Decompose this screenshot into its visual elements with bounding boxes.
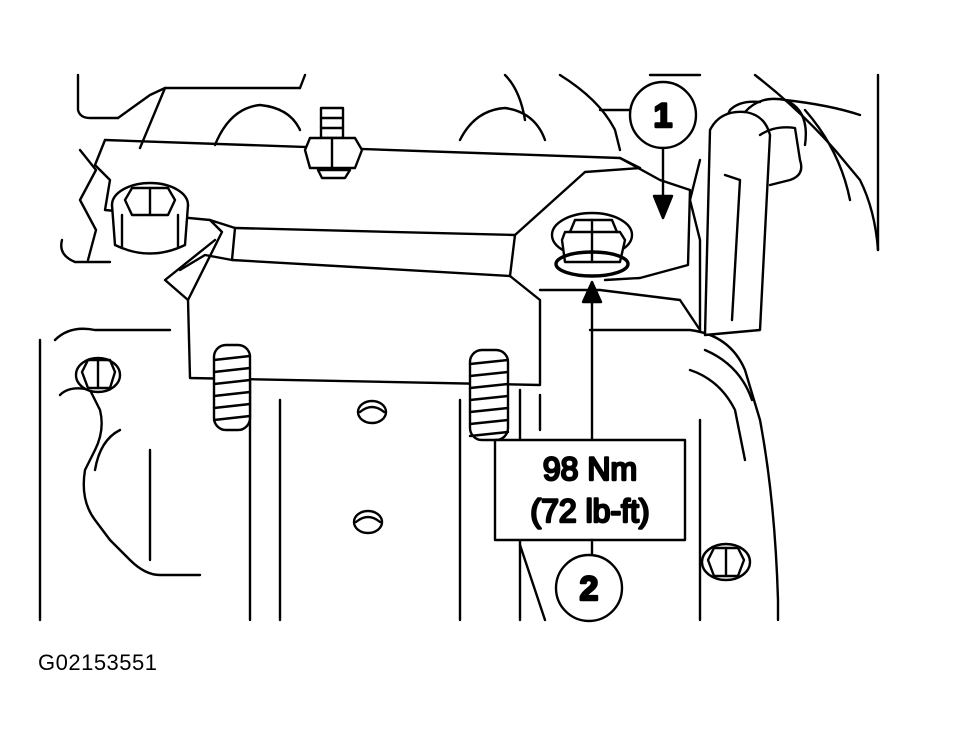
top-stud-nut <box>303 106 364 180</box>
callout-1-label: 1 <box>654 97 673 135</box>
callout-2: 98 Nm (72 lb-ft) 2 <box>493 280 687 623</box>
casting-holes <box>352 399 388 535</box>
torque-imperial: (72 lb-ft) <box>530 493 649 529</box>
housing-outline <box>38 73 880 622</box>
figure-id: G02153551 <box>38 650 158 675</box>
side-clamp <box>703 97 862 337</box>
small-flange-nuts <box>74 356 752 582</box>
torque-metric: 98 Nm <box>543 451 637 487</box>
callout-1: 1 <box>628 80 698 220</box>
mount-bracket <box>60 138 702 387</box>
right-bracket-bolt <box>550 211 634 278</box>
torque-spec-box <box>493 438 687 542</box>
top-bosses <box>213 103 547 147</box>
threaded-studs <box>212 343 510 442</box>
left-bracket-bolt <box>110 181 190 255</box>
callout-2-label: 2 <box>580 570 599 608</box>
